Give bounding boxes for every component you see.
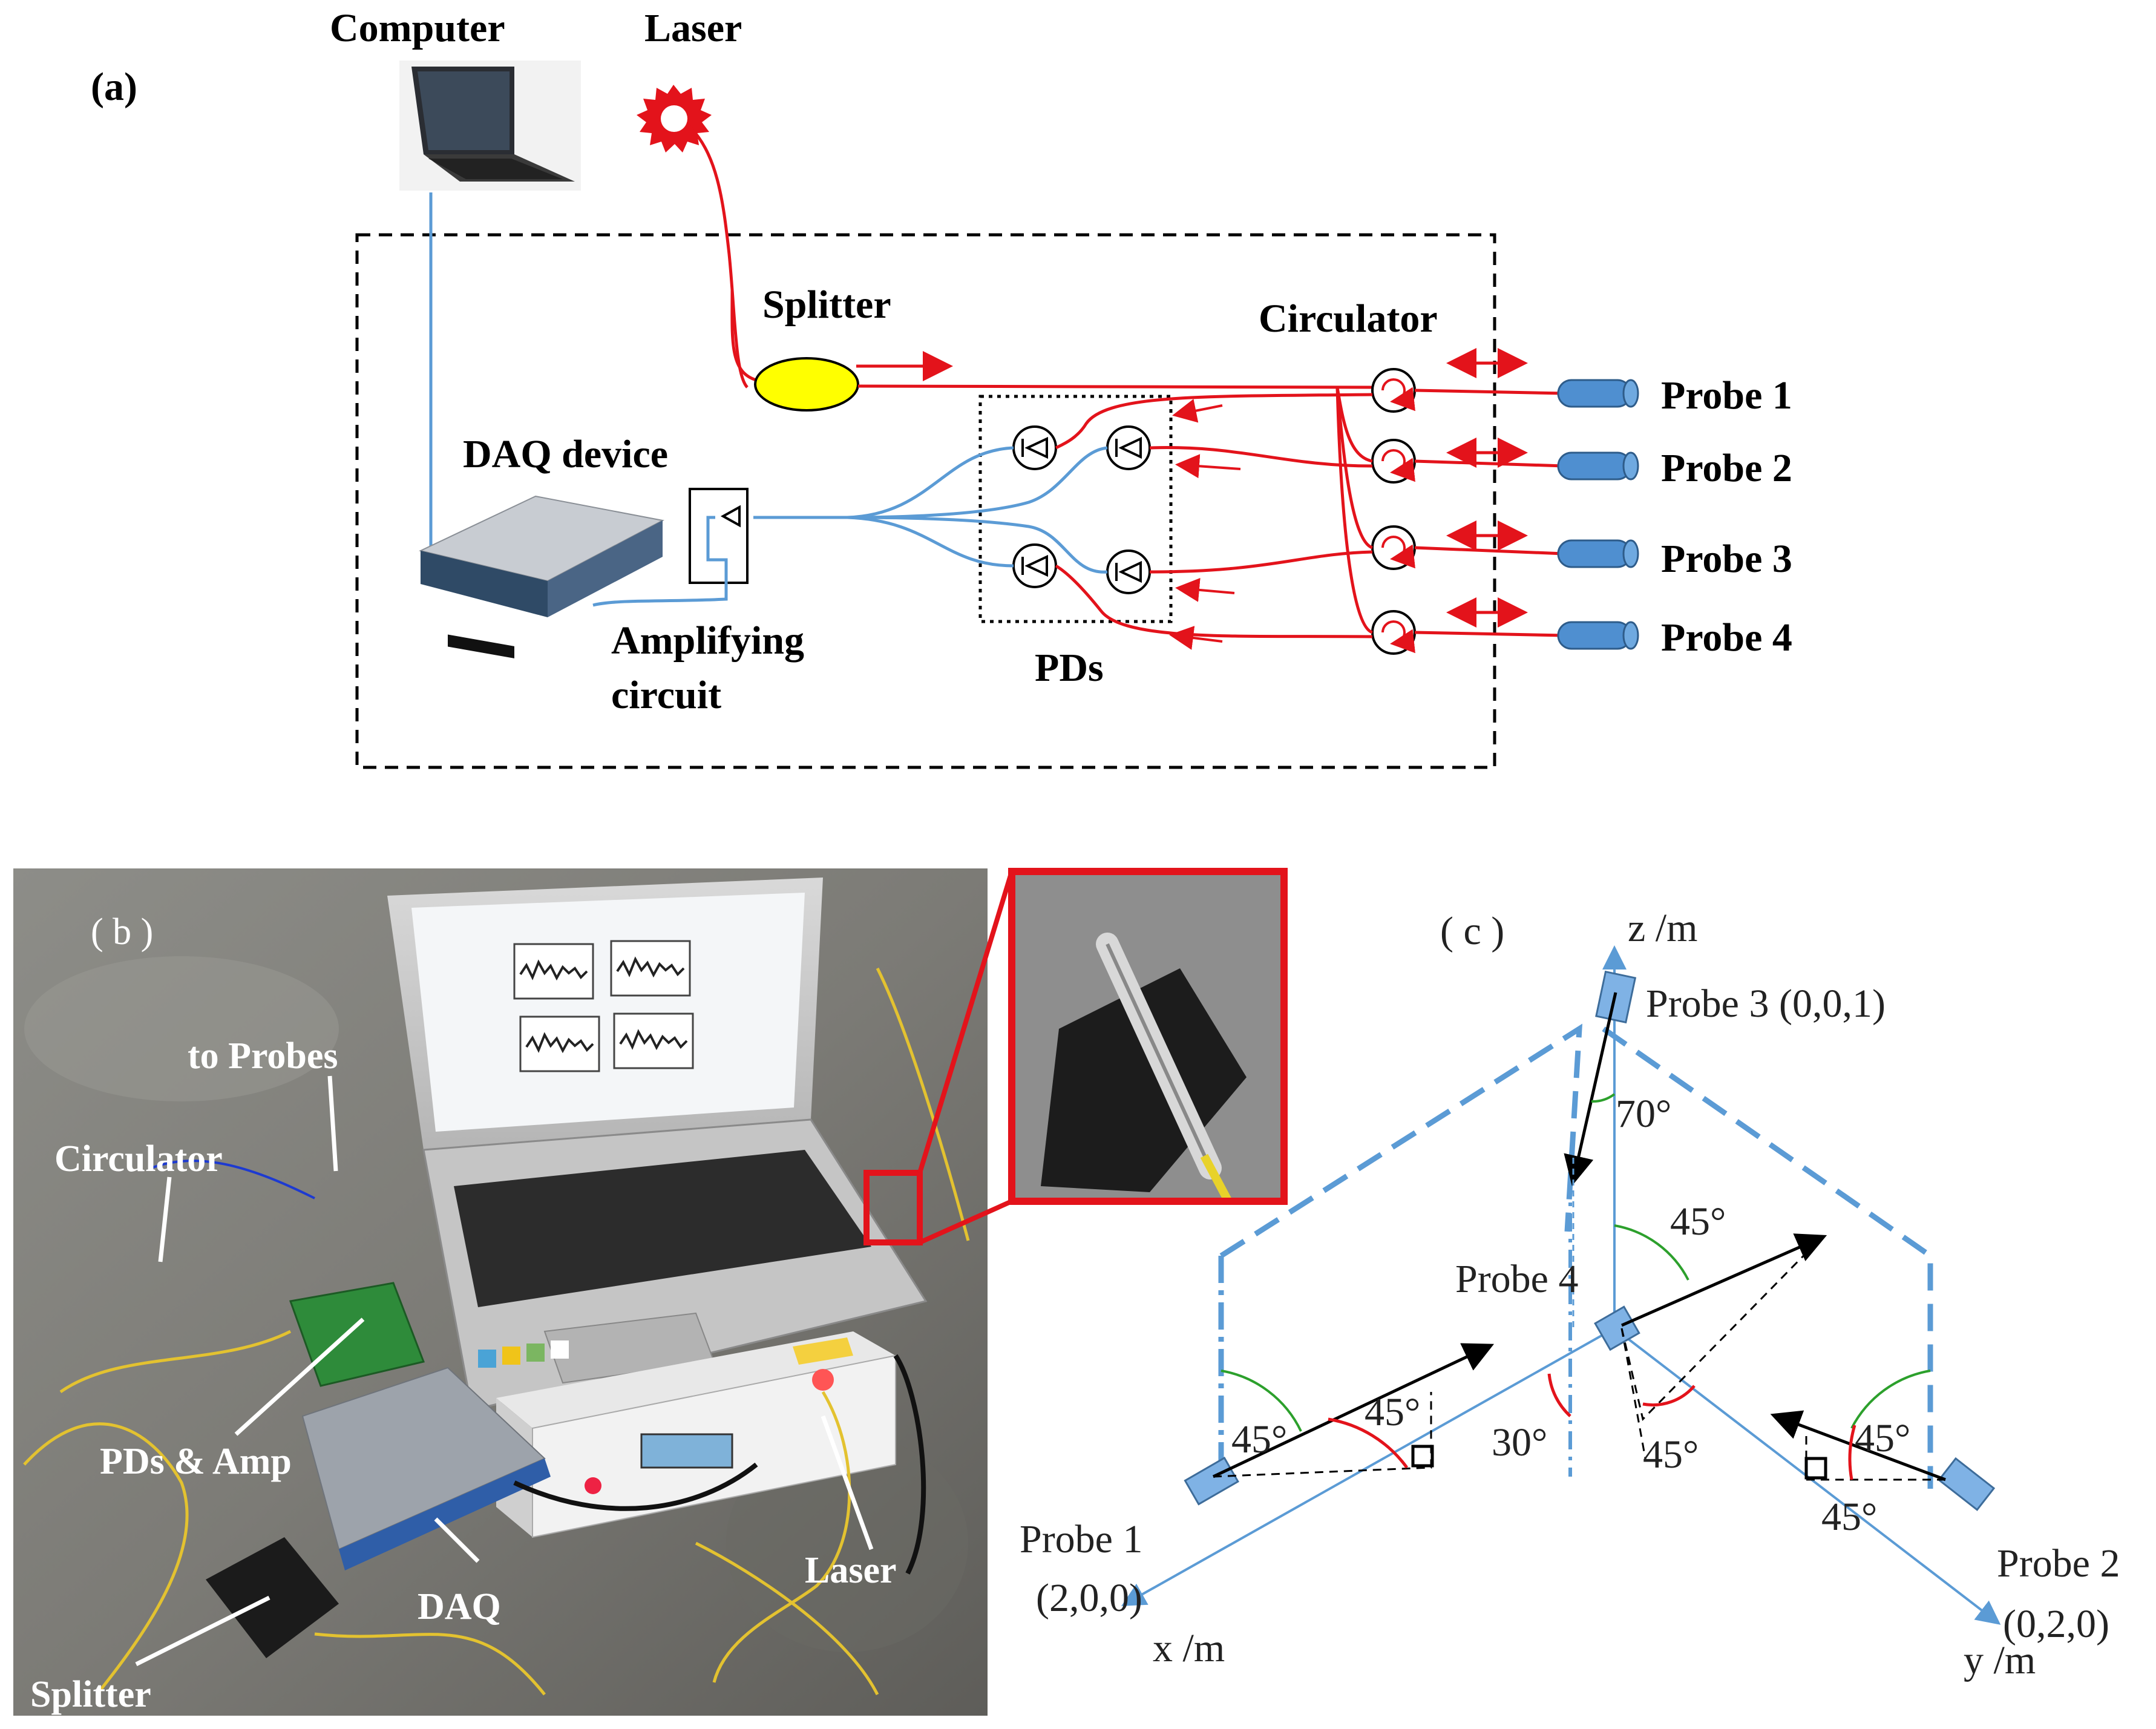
angle-45-probe1: 45° <box>1365 1390 1420 1434</box>
probe-4-label: Probe 4 <box>1661 615 1792 660</box>
x-axis <box>1121 1327 1615 1606</box>
probe2-3d-icon <box>1938 1457 1996 1511</box>
zoom-source-frame <box>863 1170 923 1245</box>
angle-45-right: 45° <box>1855 1416 1910 1460</box>
system-enclosure <box>355 233 1496 769</box>
probe4-label: Probe 4 <box>1455 1257 1578 1301</box>
computer-icon <box>399 61 581 191</box>
probe1-name: Probe 1 <box>1020 1517 1142 1561</box>
splitter-box-photo <box>206 1537 339 1658</box>
probe3-label: Probe 3 (0,0,1) <box>1646 982 1886 1026</box>
laser-label: Laser <box>644 6 742 50</box>
photodiodes <box>1012 425 1151 594</box>
angle-45-center: 45° <box>1643 1432 1699 1477</box>
probe2-name: Probe 2 <box>1997 1541 2120 1586</box>
pcb-photo <box>289 1282 425 1387</box>
probe-icon <box>1557 621 1639 650</box>
probe-zoom-inset <box>1008 868 1288 1205</box>
splitter-label: Splitter <box>762 283 891 327</box>
daq-photo-label: DAQ <box>418 1586 501 1627</box>
photodiode-icon <box>1106 425 1151 470</box>
circulator-icon <box>1371 610 1416 655</box>
panel-b: ( b ) to Probes Circulator PDs & Amp DAQ… <box>13 868 1288 1716</box>
y-axis-label: y /m <box>1964 1638 2036 1682</box>
probe1-3d-icon <box>1184 1457 1239 1506</box>
computer-label: Computer <box>330 6 505 50</box>
circulator-photo-label: Circulator <box>54 1138 223 1179</box>
angle-45-left: 45° <box>1231 1417 1287 1462</box>
probe-icon <box>1557 539 1639 568</box>
probe-icon <box>1557 379 1639 408</box>
probe-2-label: Probe 2 <box>1661 446 1792 490</box>
to-probes-label: to Probes <box>188 1035 338 1077</box>
probe1-coord: (2,0,0) <box>1036 1576 1142 1620</box>
splitter-to-circulator-fiber <box>857 384 1374 389</box>
laser-photo-label: Laser <box>805 1550 897 1591</box>
amplifying-label-line1: Amplifying <box>611 618 804 663</box>
panel-a-label: (a) <box>91 65 137 109</box>
photodiode-icon <box>1106 550 1151 594</box>
circulator-label: Circulator <box>1259 297 1438 341</box>
splitter-photo-label: Splitter <box>30 1674 151 1715</box>
x-axis-label: x /m <box>1153 1626 1225 1670</box>
amplifier-box <box>689 488 749 584</box>
circulator-icon <box>1371 439 1416 484</box>
laser-fiber <box>686 123 749 389</box>
daq-device-icon <box>419 495 664 658</box>
photodiode-icon <box>1012 425 1057 470</box>
circulators <box>1371 368 1416 655</box>
angle-70: 70° <box>1616 1092 1671 1136</box>
probe-3-label: Probe 3 <box>1661 537 1792 581</box>
probe-1-label: Probe 1 <box>1661 373 1792 418</box>
amplifier-icon <box>720 505 741 528</box>
daq-device-label: DAQ device <box>463 432 668 476</box>
circulator-icon <box>1371 368 1416 413</box>
circulator-icon <box>1371 525 1416 570</box>
laser-icon <box>637 85 712 153</box>
panel-a: (a) Computer Laser Splitter Circulator <box>91 6 1792 769</box>
panel-c: ( c ) <box>1020 906 2120 1682</box>
angle-45-probe2: 45° <box>1821 1495 1877 1539</box>
z-axis-label: z /m <box>1628 906 1697 950</box>
angle-45-top: 45° <box>1670 1199 1726 1244</box>
pds-amp-label: PDs & Amp <box>100 1441 292 1482</box>
angle-30: 30° <box>1492 1420 1547 1465</box>
pds-label: PDs <box>1035 646 1104 690</box>
amplifying-label-line2: circuit <box>611 673 721 717</box>
splitter-icon <box>754 357 859 412</box>
probe2-coord: (0,2,0) <box>2003 1602 2109 1646</box>
pds-box <box>978 395 1173 623</box>
laptop-photo <box>387 878 928 1411</box>
panel-c-label: ( c ) <box>1440 909 1504 953</box>
photodiode-icon <box>1012 543 1057 588</box>
panel-b-label: ( b ) <box>91 911 153 953</box>
probe-icon <box>1557 451 1639 481</box>
probe-icons <box>1557 379 1639 650</box>
